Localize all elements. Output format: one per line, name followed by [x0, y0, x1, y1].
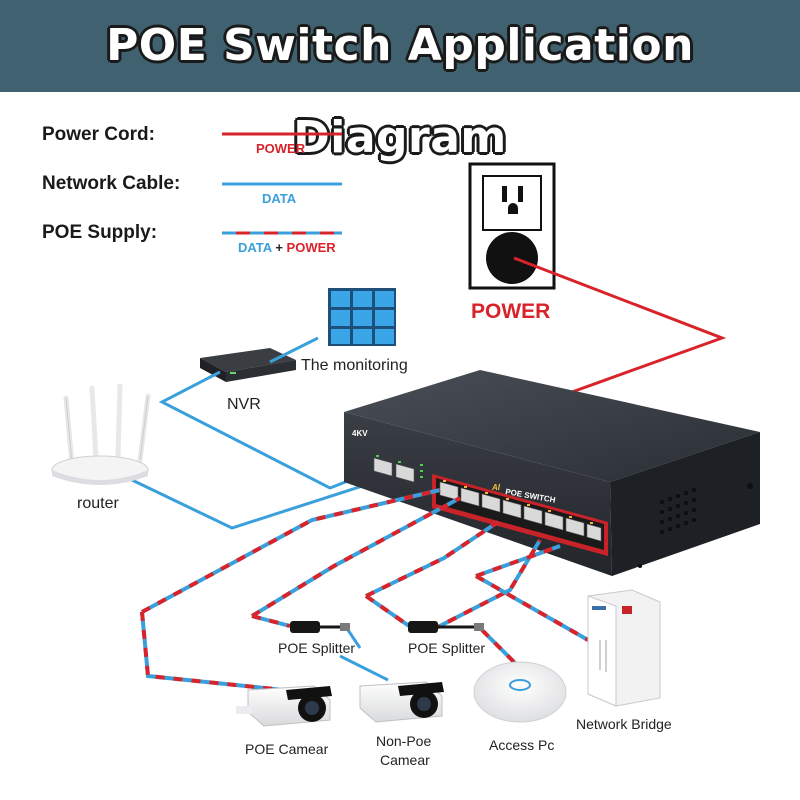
- switch-prefix-label: AI: [491, 483, 501, 492]
- poe-splitter-2-icon: [408, 621, 484, 633]
- power-cable: [513, 256, 727, 394]
- access-point-icon: [473, 661, 567, 723]
- legend-poe-tag: DATA + POWER: [238, 240, 336, 255]
- poe-cable-bridge: [475, 544, 589, 642]
- legend-network-label: Network Cable:: [42, 173, 181, 194]
- splitter-1-drop: [339, 654, 389, 682]
- monitoring-label: The monitoring: [301, 357, 408, 374]
- router-label: router: [77, 495, 119, 512]
- non-poe-camera-label-2: Camear: [380, 752, 430, 768]
- non-poe-camera-label-1: Non-Poe: [376, 733, 432, 749]
- poe-camera-label: POE Camear: [245, 741, 329, 757]
- network-bridge-icon: [587, 589, 661, 707]
- non-poe-camera-icon: [359, 681, 444, 723]
- poe-cable-splitter-2: [364, 520, 500, 630]
- poe-splitter-1-icon: [290, 621, 350, 633]
- splitter-2-label: POE Splitter: [408, 640, 486, 656]
- legend-poe-label: POE Supply:: [42, 222, 158, 243]
- poe-cable-camera: [140, 488, 441, 692]
- legend-power-label: Power Cord:: [42, 124, 155, 145]
- page-title: POE Switch Application Diagram: [106, 20, 694, 163]
- nvr-icon: [200, 348, 296, 382]
- router-switch-cable: [131, 470, 407, 530]
- nvr-monitor-cable: [269, 336, 319, 364]
- poe-camera-icon: [236, 685, 332, 727]
- access-point-label: Access Pc: [489, 737, 555, 753]
- nvr-switch-cable: [158, 370, 377, 490]
- splitter-1-label: POE Splitter: [278, 640, 356, 656]
- legend-data-tag: DATA: [262, 191, 297, 206]
- title-bar: [0, 0, 800, 92]
- legend-poe-power-tag: POWER: [286, 240, 336, 255]
- legend-poe-data-tag: DATA: [238, 240, 272, 255]
- switch-brand-label: 4KV: [352, 429, 368, 438]
- router-icon: [51, 383, 151, 485]
- network-bridge-label: Network Bridge: [576, 716, 672, 732]
- legend-power-tag: POWER: [256, 141, 306, 156]
- outlet-power-label: POWER: [471, 300, 551, 323]
- legend-poe-plus: +: [275, 240, 283, 255]
- poe-cable-splitter-1: [250, 496, 461, 628]
- diagram-canvas: 4KV AI POE SWITCH: [51, 132, 760, 727]
- poe-switch-icon: [344, 370, 760, 576]
- nvr-label: NVR: [227, 396, 261, 413]
- splitter-1-to-camera-data: [346, 629, 362, 649]
- monitor-grid-icon: [328, 288, 396, 346]
